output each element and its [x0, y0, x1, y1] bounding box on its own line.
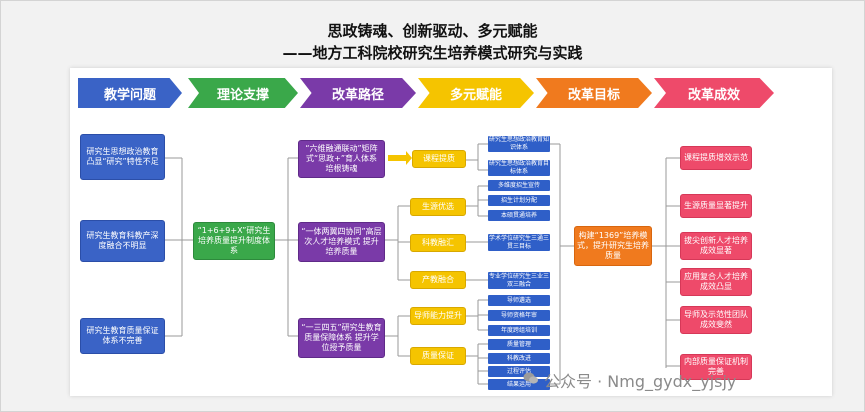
empower-box: 课程提质 [412, 150, 466, 168]
empower-box: 质量保证 [410, 347, 466, 365]
result-box: 课程提质增效示范 [680, 146, 752, 170]
detail-box: 科教改进 [488, 353, 550, 364]
title-line-2: ——地方工科院校研究生培养模式研究与实践 [282, 44, 583, 62]
goal-box: 构建“1369”培养模式，提升研究生培养质量 [574, 226, 652, 266]
theory-box: “1+6+9+X”研究生培养质量提升制度体系 [193, 222, 275, 260]
stage-reform-path: 改革路径 [300, 78, 416, 108]
path-box: “一体两翼四协同”高层次人才培养模式 提升培养质量 [298, 222, 385, 262]
result-box: 导师及示范性团队成效斐然 [680, 306, 752, 334]
detail-box: 结果运用 [488, 379, 550, 390]
problem-box: 研究生思想政治教育凸显“研究”特性不足 [80, 134, 165, 180]
stage-reform-results: 改革成效 [654, 78, 774, 108]
empower-box: 导师能力提升 [410, 307, 466, 325]
detail-box: 专业学位研究生三业三双三融合 [488, 272, 550, 289]
problem-box: 研究生教育科教产深度融合不明显 [80, 220, 165, 262]
wechat-icon [523, 372, 538, 384]
stage-reform-goal: 改革目标 [536, 78, 652, 108]
empower-box: 科教融汇 [410, 234, 466, 252]
detail-box: 研究生思想政治教育目标体系 [488, 160, 550, 176]
detail-box: 导师资格年审 [488, 310, 550, 321]
detail-box: 过程评估 [488, 366, 550, 377]
detail-box: 导师遴选 [488, 295, 550, 306]
stage-teaching-problems: 教学问题 [78, 78, 182, 108]
detail-box: 质量管理 [488, 339, 550, 350]
result-box: 应用复合人才培养成效凸显 [680, 268, 752, 296]
detail-box: 本硕贯通培养 [488, 210, 550, 221]
problem-box: 研究生教育质量保证体系不完善 [80, 318, 165, 354]
path-box: “一三四五”研究生教育质量保障体系 提升学位授予质量 [298, 318, 385, 358]
title-line-1: 思政铸魂、创新驱动、多元赋能 [327, 22, 538, 40]
result-box: 拔尖创新人才培养成效显著 [680, 232, 752, 260]
detail-box: 研究生思想政治教育知识体系 [488, 136, 550, 152]
stage-multi-empower: 多元赋能 [418, 78, 534, 108]
detail-box: 年度跨组培训 [488, 325, 550, 336]
watermark-text: 公众号 · Nmg_gydx_yjsjy [544, 372, 737, 391]
result-box: 生源质量显著提升 [680, 194, 752, 218]
detail-box: 招生计划分配 [488, 195, 550, 206]
detail-box: 多维度招生宣传 [488, 180, 550, 191]
empower-box: 生源优选 [410, 198, 466, 216]
result-box: 内部质量保证机制完善 [680, 354, 752, 380]
path-box: “六维融通联动”矩阵式“思政+”育人体系 培根铸魂 [298, 140, 385, 178]
empower-box: 产教融合 [410, 271, 466, 289]
stage-theory-support: 理论支撑 [188, 78, 298, 108]
detail-box: 学术学位研究生三通三贯三目标 [488, 234, 550, 251]
